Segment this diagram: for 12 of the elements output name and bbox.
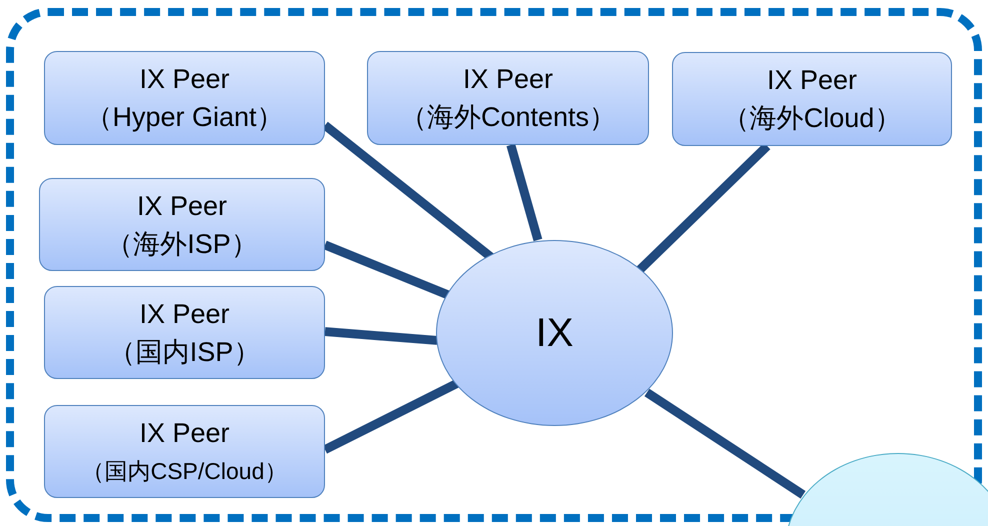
peer-box: IX Peer （Hyper Giant） — [44, 51, 325, 145]
connector-line — [324, 327, 438, 345]
dashed-frame — [6, 8, 982, 522]
peer-box: IX Peer （海外Cloud） — [672, 52, 952, 146]
connector-line — [506, 144, 542, 242]
peer-box: IX Peer （国内ISP） — [44, 286, 325, 379]
connector-line — [322, 379, 460, 454]
peer-box: IX Peer （海外ISP） — [39, 178, 325, 271]
connector-line — [644, 388, 806, 499]
peer-box: IX Peer （国内CSP/Cloud） — [44, 405, 325, 498]
ix-ellipse: IX — [436, 240, 673, 426]
peer-box: IX Peer （海外Contents） — [367, 51, 649, 145]
